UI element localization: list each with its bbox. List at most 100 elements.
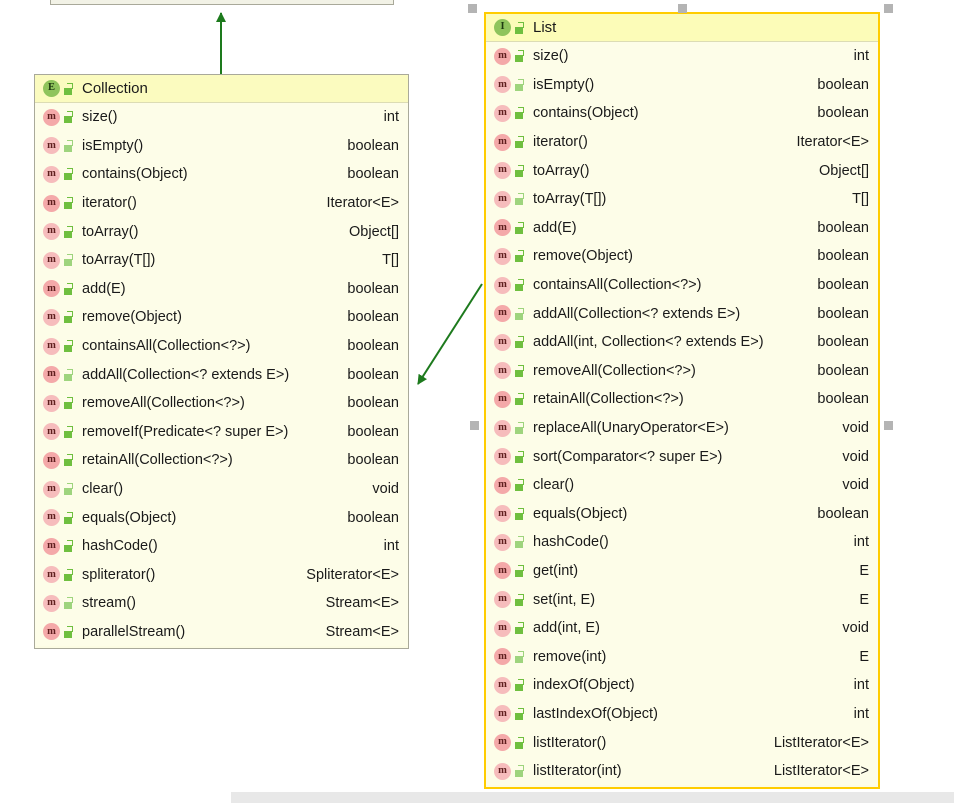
interface-icon: I bbox=[494, 19, 511, 36]
class-header-collection[interactable]: E Collection bbox=[35, 75, 408, 103]
member-return-type: boolean bbox=[817, 248, 869, 265]
resize-handle-middle-left[interactable] bbox=[470, 421, 479, 430]
method-icon: m bbox=[43, 223, 60, 241]
member-name: add(E) bbox=[82, 280, 126, 297]
partial-class-box[interactable] bbox=[50, 0, 394, 5]
member-name: remove(Object) bbox=[82, 309, 182, 326]
interface-icon: E bbox=[43, 80, 60, 97]
visibility-lock-icon bbox=[515, 164, 526, 177]
member-return-type: boolean bbox=[347, 423, 399, 440]
method-icon: m bbox=[43, 480, 60, 498]
method-icon: m bbox=[494, 104, 511, 122]
resize-handle-middle-right[interactable] bbox=[884, 421, 893, 430]
member-name: sort(Comparator<? super E>) bbox=[533, 448, 723, 465]
member-return-type: ListIterator<E> bbox=[773, 734, 869, 751]
class-header-list[interactable]: I List bbox=[486, 14, 878, 42]
member-name: size() bbox=[82, 109, 118, 126]
method-icon: m bbox=[43, 423, 60, 441]
member-name: add(E) bbox=[533, 219, 577, 236]
visibility-lock-icon bbox=[515, 479, 526, 492]
method-icon: m bbox=[43, 280, 60, 298]
member-return-type: int bbox=[383, 109, 399, 126]
horizontal-scrollbar[interactable] bbox=[231, 792, 954, 803]
visibility-lock-icon bbox=[515, 364, 526, 377]
method-icon: m bbox=[494, 333, 511, 351]
method-icon: m bbox=[43, 394, 60, 412]
resize-handle-top-left[interactable] bbox=[468, 4, 477, 13]
visibility-lock-icon bbox=[515, 679, 526, 692]
member-return-type: Spliterator<E> bbox=[306, 566, 399, 583]
visibility-lock-icon bbox=[515, 765, 526, 778]
member-return-type: Iterator<E> bbox=[796, 134, 869, 151]
member-return-type: int bbox=[383, 538, 399, 555]
resize-handle-top-right[interactable] bbox=[884, 4, 893, 13]
member-name: get(int) bbox=[533, 562, 579, 579]
visibility-lock-icon bbox=[64, 111, 75, 124]
method-icon: m bbox=[494, 190, 511, 208]
member-name: parallelStream() bbox=[82, 623, 186, 640]
member-return-type: boolean bbox=[817, 277, 869, 294]
member-return-type: void bbox=[842, 477, 869, 494]
member-return-type: Object[] bbox=[819, 162, 869, 179]
member-return-type: boolean bbox=[347, 395, 399, 412]
visibility-lock-icon bbox=[64, 254, 75, 267]
member-return-type: boolean bbox=[817, 219, 869, 236]
visibility-lock-icon bbox=[64, 397, 75, 410]
member-name: toArray(T[]) bbox=[82, 252, 156, 269]
resize-handle-top-center[interactable] bbox=[678, 4, 687, 13]
method-icon: m bbox=[43, 308, 60, 326]
method-icon: m bbox=[43, 251, 60, 269]
method-icon: m bbox=[494, 247, 511, 265]
member-return-type: boolean bbox=[817, 505, 869, 522]
method-icon: m bbox=[494, 305, 511, 323]
